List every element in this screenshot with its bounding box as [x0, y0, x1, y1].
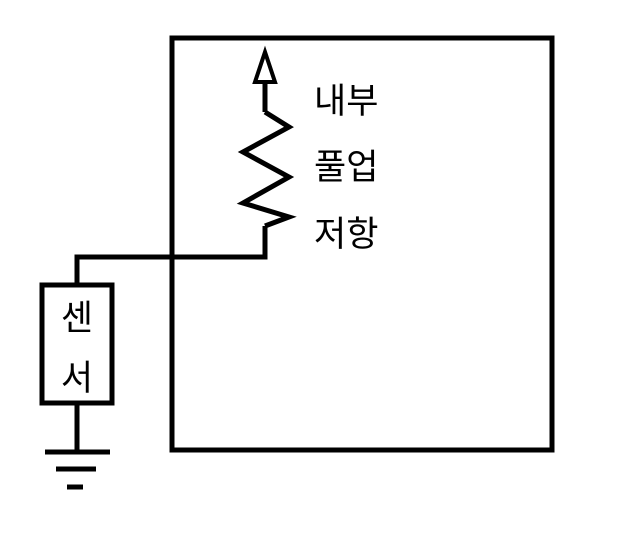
chip-box: [169, 35, 555, 453]
ground-icon: [45, 449, 110, 490]
resistor-label-line-1: 내부: [314, 82, 378, 122]
vcc-arrow-icon: [252, 45, 278, 84]
sensor-label-line-1: 센: [61, 299, 93, 339]
resistor-label-line-3: 저항: [314, 215, 378, 255]
resistor-label-line-2: 풀업: [314, 148, 378, 188]
signal-wire: [74, 226, 268, 285]
sensor-box: [39, 282, 115, 406]
resistor-icon: [236, 109, 297, 229]
sensor-label-line-2: 서: [61, 359, 93, 399]
